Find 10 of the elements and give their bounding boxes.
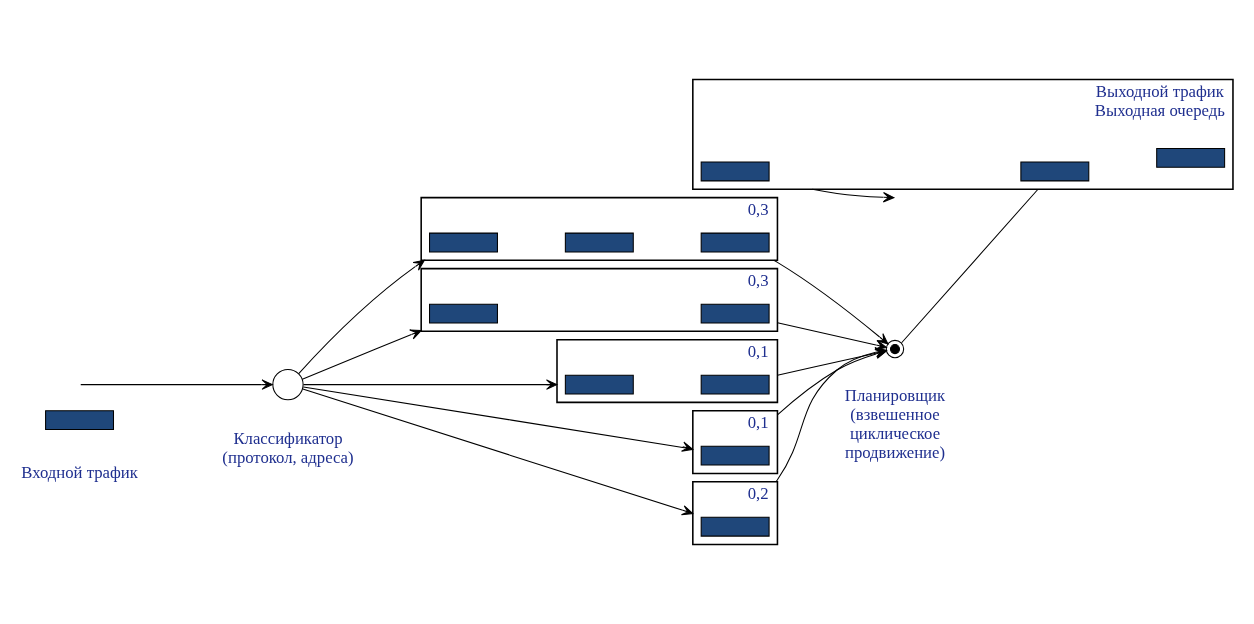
node-label: 0,1 [747, 413, 769, 433]
node-label: Входной трафик [21, 463, 138, 483]
node-label: Выходной трафик [1095, 82, 1224, 102]
node-label: 0,3 [747, 200, 769, 220]
node-label: 0,2 [747, 484, 769, 504]
node-label: 0,1 [747, 342, 769, 362]
node-label: 0,3 [747, 271, 769, 291]
node-label: Планировщик (взвешенное циклическое продвижение) [844, 386, 946, 462]
node-label: Классификатор (протокол, адреса) [222, 428, 354, 467]
node-label: Выходная очередь [1094, 100, 1225, 120]
